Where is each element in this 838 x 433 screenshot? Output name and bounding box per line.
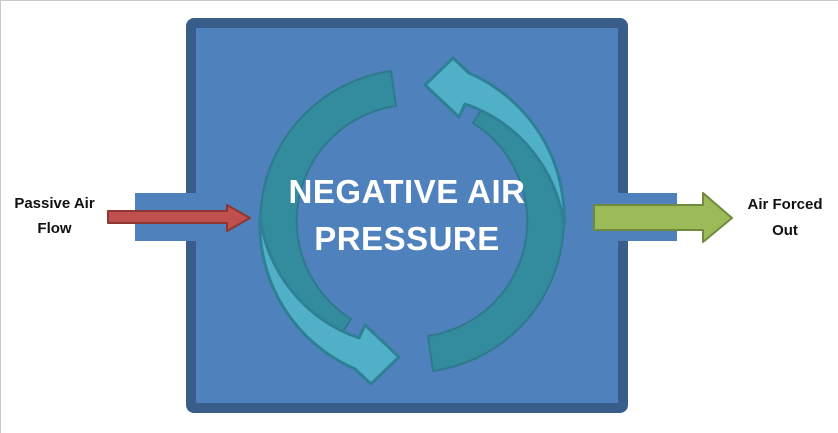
- passive-air-flow-label: Passive Air Flow: [1, 191, 108, 241]
- title-line2: PRESSURE: [314, 220, 500, 257]
- air-forced-out-label-line1: Air Forced: [747, 196, 823, 213]
- air-forced-out-arrow-icon: [593, 192, 733, 243]
- title-line1: NEGATIVE AIR: [288, 173, 526, 210]
- cycle-arrow-top-icon: [423, 56, 566, 228]
- cycle-arrow-bottom-icon: [258, 214, 401, 386]
- passive-air-inflow-arrow-icon: [107, 204, 251, 232]
- air-forced-out-label-line2: Out: [772, 222, 798, 239]
- negative-air-pressure-title: NEGATIVE AIR PRESSURE: [187, 168, 627, 262]
- air-forced-out-label: Air Forced Out: [732, 192, 838, 244]
- passive-air-flow-label-line1: Passive Air: [14, 195, 95, 212]
- passive-air-flow-label-line2: Flow: [37, 220, 72, 237]
